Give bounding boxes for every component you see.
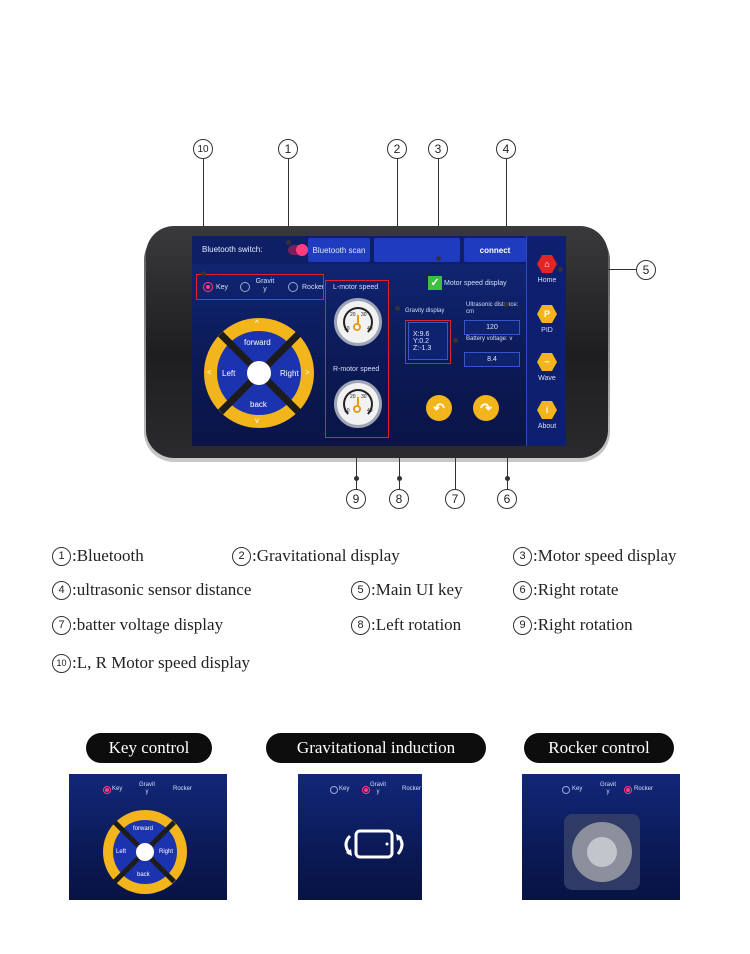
legend-5: 5:Main UI key: [351, 580, 463, 600]
right-arrow-icon: >: [305, 368, 310, 377]
leader-dot-8: [397, 476, 402, 481]
leader-dot-7: [453, 338, 458, 343]
pid-icon: P: [537, 305, 557, 323]
rocker-knob[interactable]: [587, 837, 617, 867]
home-icon: ⌂: [537, 255, 557, 273]
gravity-y: Y:0.2: [413, 337, 429, 345]
leader-dot-3: [436, 256, 441, 261]
device-field[interactable]: [374, 238, 460, 262]
callout-5: 5: [636, 260, 656, 280]
callout-2: 2: [387, 139, 407, 159]
leader-10: [203, 158, 204, 274]
leader-dot-4: [504, 302, 509, 307]
mode-label-gravity: Gravit y: [255, 278, 275, 293]
ultrasonic-label: Ultrasonic distance: cm: [466, 302, 519, 315]
app-screen: Bluetooth switch: Bluetooth scan connect…: [192, 236, 566, 446]
legend-7: 7:batter voltage display: [52, 615, 223, 635]
battery-label: Battery voltage: v: [466, 336, 513, 342]
r-motor-label: R-motor speed: [333, 366, 380, 373]
legend-6: 6:Right rotate: [513, 580, 618, 600]
rocker-control-thumbnail: Key Gravit y Rocker: [522, 774, 680, 900]
down-arrow-icon: v: [255, 416, 259, 425]
legend-3: 3:Motor speed display: [513, 546, 677, 566]
mode-radio-key[interactable]: [203, 282, 213, 292]
callout-1: 1: [278, 139, 298, 159]
mode-radio-rocker[interactable]: [288, 282, 298, 292]
callout-6: 6: [497, 489, 517, 509]
leader-dot-5: [558, 267, 563, 272]
key-control-title: Key control: [86, 733, 212, 763]
mode-radio-gravity[interactable]: [240, 282, 250, 292]
rocker-pad[interactable]: [564, 814, 640, 890]
forward-button[interactable]: forward: [244, 338, 271, 347]
about-icon: i: [537, 401, 557, 419]
leader-9: [356, 436, 357, 489]
motor-speed-checkbox[interactable]: ✓: [428, 276, 442, 290]
mode-label-rocker: Rocker: [302, 284, 325, 291]
gravity-induction-title: Gravitational induction: [266, 733, 486, 763]
legend-9: 9:Right rotation: [513, 615, 633, 635]
legend-10: 10:L, R Motor speed display: [52, 653, 250, 673]
l-motor-label: L-motor speed: [333, 284, 379, 291]
highlight-mode-select: [196, 274, 324, 300]
sidebar-item-home[interactable]: ⌂Home: [527, 254, 566, 284]
gravity-display-label: Gravity display: [405, 308, 445, 314]
right-button[interactable]: Right: [280, 369, 299, 378]
ultrasonic-value-box: 120: [464, 320, 520, 335]
leader-3: [438, 158, 439, 258]
bluetooth-switch-label: Bluetooth switch:: [202, 245, 263, 254]
right-rotate-button[interactable]: ↷: [473, 395, 499, 421]
battery-value-box: 8.4: [464, 352, 520, 367]
highlight-gravity: [405, 320, 451, 364]
left-arrow-icon: <: [207, 368, 212, 377]
legend-4: 4:ultrasonic sensor distance: [52, 580, 251, 600]
back-button[interactable]: back: [250, 400, 267, 409]
legend-1: 1:Bluetooth: [52, 546, 144, 566]
callout-3: 3: [428, 139, 448, 159]
motor-speed-display-label: Motor speed display: [444, 280, 507, 287]
center-stop-button[interactable]: [246, 360, 272, 386]
gravity-induction-thumbnail: Key Gravit y Rocker: [298, 774, 422, 900]
callout-4: 4: [496, 139, 516, 159]
highlight-motor-gauges: [325, 280, 389, 438]
top-bar: Bluetooth switch: Bluetooth scan connect: [192, 236, 526, 264]
callout-9: 9: [346, 489, 366, 509]
gravity-z: Z:-1.3: [413, 344, 432, 352]
connect-button[interactable]: connect: [464, 238, 526, 262]
mode-label-key: Key: [216, 284, 229, 291]
r-motor-gauge: 10 20 30 40: [334, 380, 382, 428]
leader-dot-6: [505, 476, 510, 481]
wave-icon: ~: [537, 353, 557, 371]
callout-8: 8: [389, 489, 409, 509]
legend-8: 8:Left rotation: [351, 615, 461, 635]
leader-dot-10: [201, 271, 206, 276]
leader-dot-2: [395, 306, 400, 311]
callout-10: 10: [193, 139, 213, 159]
direction-pad: forward back Left Right ^ v < >: [204, 318, 314, 428]
phone-rotate-icon: [344, 829, 404, 859]
up-arrow-icon: ^: [255, 319, 259, 328]
leader-dot-9: [354, 476, 359, 481]
leader-1: [288, 158, 289, 242]
gravity-x: X:9.6: [413, 330, 430, 338]
gravity-values-box: X:9.6 Y:0.2 Z:-1.3: [408, 322, 448, 360]
legend-2: 2:Gravitational display: [232, 546, 400, 566]
l-motor-gauge: 10 20 30 40: [334, 298, 382, 346]
bluetooth-scan-button[interactable]: Bluetooth scan: [308, 238, 370, 262]
left-button[interactable]: Left: [222, 369, 236, 378]
thumb-direction-pad: forward back Left Right: [103, 810, 187, 894]
rocker-control-title: Rocker control: [524, 733, 674, 763]
sidebar-item-wave[interactable]: ~Wave: [527, 352, 566, 382]
left-rotate-button[interactable]: ↶: [426, 395, 452, 421]
callout-7: 7: [445, 489, 465, 509]
bluetooth-toggle[interactable]: [288, 244, 308, 256]
leader-dot-1: [286, 240, 291, 245]
key-control-thumbnail: Key Gravit y Rocker forward back Left Ri…: [69, 774, 227, 900]
